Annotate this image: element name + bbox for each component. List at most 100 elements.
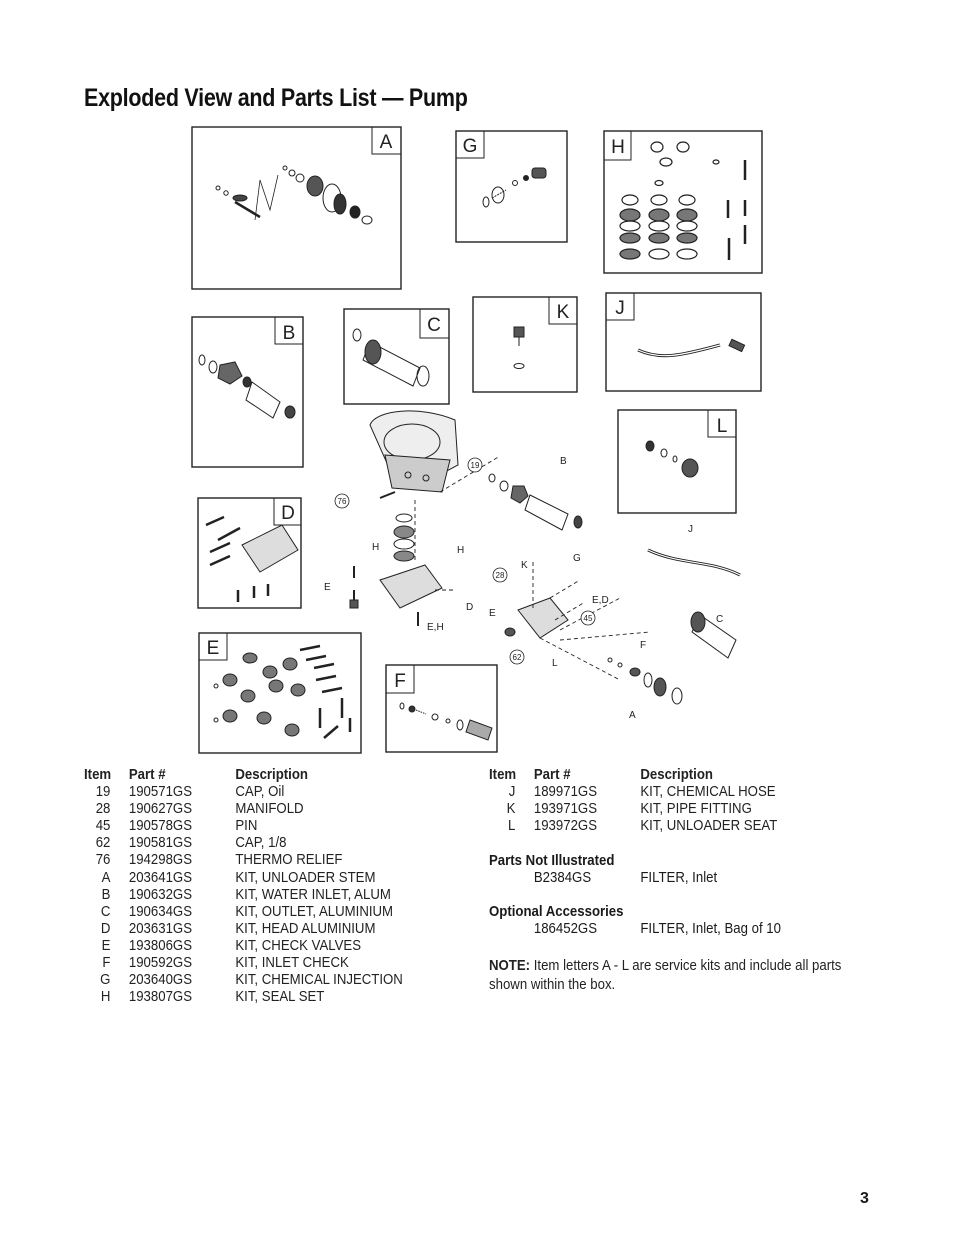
label-e: E [324,582,331,593]
page-title: Exploded View and Parts List — Pump [84,84,468,112]
description-cell: PIN [235,817,258,835]
part-number: B2384GS [533,869,592,886]
col-part-header: Part # [128,766,166,783]
label-b: B [560,456,567,467]
callout-62: 62 [513,653,522,662]
part-number-cell: 203631GS [128,919,193,937]
part-number-cell: 190592GS [128,954,193,972]
kit-box-h: H [603,130,763,274]
description-cell: KIT, HEAD ALUMINIUM [235,919,376,937]
description-cell: KIT, INLET CHECK [235,954,349,972]
kit-box-j: J [605,292,762,392]
callout-45: 45 [584,614,593,623]
item-cell: F [102,954,111,972]
part-number-cell: 190581GS [128,834,193,852]
description-cell: THERMO RELIEF [235,851,343,869]
exploded-view-diagram: A G H [191,126,763,754]
kit-box-l: L [617,409,737,514]
item-cell: D [100,919,111,937]
label-e2: E [489,608,496,619]
box-label-g: G [463,136,478,157]
part-number-cell: 189971GS [533,783,598,801]
description-cell: KIT, CHEMICAL INJECTION [235,971,403,989]
kit-box-d: D [197,497,302,609]
label-c: C [716,614,723,625]
part-number-cell: 203641GS [128,868,193,886]
item-cell: H [100,988,111,1006]
box-label-d: D [281,503,295,524]
part-number: 186452GS [533,920,598,937]
label-a: A [629,710,636,721]
box-label-l: L [717,416,728,437]
item-cell: E [101,936,111,954]
part-description: FILTER, Inlet, Bag of 10 [640,920,781,937]
item-cell: 28 [95,800,111,818]
table-row: A 203641GS KIT, UNLOADER STEM [84,869,454,886]
item-cell: 45 [95,817,111,835]
kit-box-k: K [472,296,578,393]
label-k: K [521,560,528,571]
description-cell: KIT, UNLOADER STEM [235,868,376,886]
label-g: G [573,553,581,564]
item-cell: K [506,800,516,818]
description-cell: MANIFOLD [235,800,304,818]
callout-19: 19 [471,461,480,470]
part-number-cell: 190627GS [128,800,193,818]
description-cell: CAP, 1/8 [235,834,287,852]
box-label-f: F [394,671,406,692]
label-l: L [552,658,558,669]
table-row: 62 190581GS CAP, 1/8 [84,834,454,851]
item-cell: C [100,902,111,920]
col-item-header: Item [489,766,517,783]
item-cell: B [101,885,111,903]
label-j: J [688,524,693,535]
box-label-h: H [611,137,625,158]
optional-accessories-heading: Optional Accessories [489,903,624,920]
table-row: 28 190627GS MANIFOLD [84,800,454,817]
description-cell: KIT, PIPE FITTING [640,800,752,818]
part-description: FILTER, Inlet [640,869,718,886]
description-cell: KIT, WATER INLET, ALUM [235,885,391,903]
page-number: 3 [860,1190,869,1207]
part-number-cell: 190634GS [128,902,193,920]
part-number-cell: 193807GS [128,988,193,1006]
kit-box-g: G [455,130,568,243]
part-number-cell: 193972GS [533,817,598,835]
item-cell: J [508,783,516,801]
kit-box-b: B [191,316,304,468]
description-cell: KIT, UNLOADER SEAT [640,817,778,835]
kit-box-c: C [343,308,450,405]
note-text: Item letters A - L are service kits and … [489,957,842,993]
item-cell: L [508,817,516,835]
label-ed: E,D [592,595,609,606]
part-number-cell: 203640GS [128,971,193,989]
label-d: D [466,602,473,613]
box-label-b: B [283,323,296,344]
pump-assembly [349,410,741,705]
part-number-cell: 194298GS [128,851,193,869]
col-desc-header: Description [235,766,308,783]
kit-box-a: A [191,126,402,290]
kit-box-f: F [385,664,498,753]
item-cell: A [101,868,111,886]
col-item-header: Item [84,766,112,783]
table-row: F 190592GS KIT, INLET CHECK [84,954,454,971]
description-cell: KIT, OUTLET, ALUMINIUM [235,902,394,920]
box-label-j: J [615,298,625,319]
label-h2: H [457,545,464,556]
part-number-cell: 193806GS [128,936,193,954]
item-cell: 62 [95,834,111,852]
kit-box-e: E [198,632,362,754]
table-row: L 193972GS KIT, UNLOADER SEAT [489,817,859,834]
callout-76: 76 [338,497,347,506]
